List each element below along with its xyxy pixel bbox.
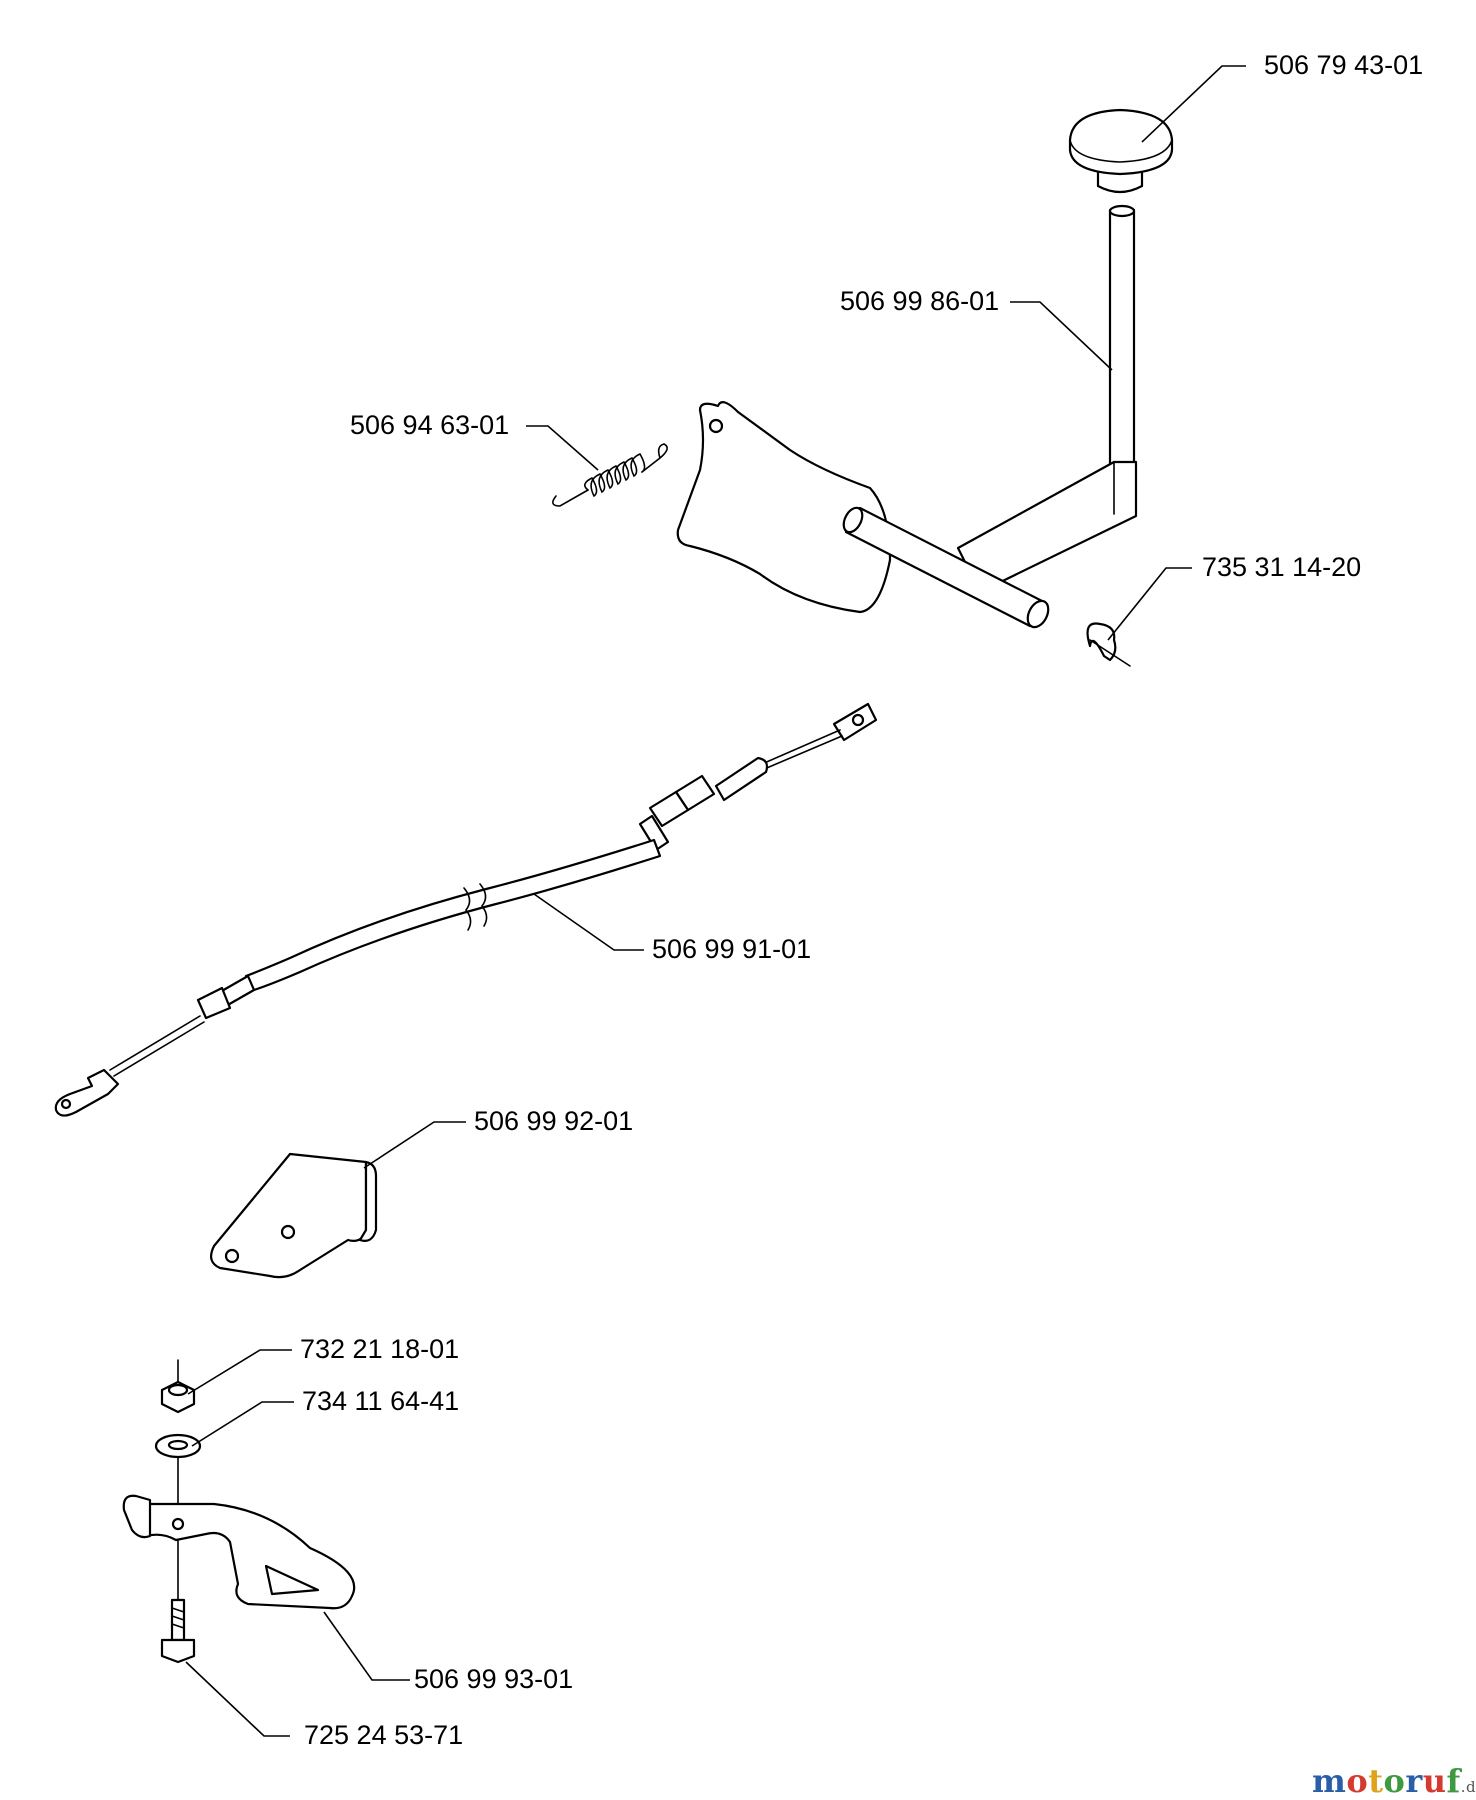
leader-spring <box>526 425 599 471</box>
watermark-letter: t <box>1368 1762 1384 1800</box>
nut-part <box>160 1359 196 1414</box>
watermark-letter: m <box>1312 1762 1347 1800</box>
part-number-lever: 506 99 86-01 <box>840 286 999 316</box>
leader-cable <box>533 893 644 951</box>
watermark-letter: f <box>1446 1762 1461 1800</box>
watermark-suffix: .de <box>1460 1778 1476 1796</box>
leader-lines <box>185 65 1246 1737</box>
watermark-letter: o <box>1383 1762 1406 1800</box>
part-number-bolt: 725 24 53-71 <box>304 1720 463 1750</box>
part-number-plate: 506 99 93-01 <box>414 1664 573 1694</box>
leader-plate <box>323 1611 410 1681</box>
lever-part <box>676 204 1138 629</box>
part-number-clip: 735 31 14-20 <box>1202 552 1361 582</box>
watermark-letter: u <box>1422 1762 1447 1800</box>
watermark-logo: motoruf.de <box>1312 1762 1476 1800</box>
leader-clip <box>1107 567 1192 641</box>
bolt-part <box>160 1598 196 1664</box>
part-number-bracket: 506 99 92-01 <box>474 1106 633 1136</box>
washer-part <box>154 1433 202 1459</box>
spring-part <box>552 443 668 507</box>
bracket-part <box>209 1152 378 1279</box>
part-number-cable: 506 99 91-01 <box>652 934 811 964</box>
leader-washer <box>191 1401 294 1447</box>
part-labels: 506 79 43-01 506 99 86-01 506 94 63-01 7… <box>300 50 1423 1750</box>
leader-nut <box>187 1349 292 1395</box>
leader-lever <box>1010 301 1113 371</box>
part-number-spring: 506 94 63-01 <box>350 410 509 440</box>
part-number-knob: 506 79 43-01 <box>1264 50 1423 80</box>
watermark-letter: o <box>1346 1762 1369 1800</box>
leader-knob <box>1141 65 1246 143</box>
leader-bracket <box>363 1121 466 1169</box>
plate-part <box>122 1457 356 1610</box>
part-number-washer: 734 11 64-41 <box>302 1386 459 1416</box>
knob-part <box>1068 108 1174 194</box>
watermark-letter: r <box>1405 1762 1423 1800</box>
part-number-nut: 732 21 18-01 <box>300 1334 459 1364</box>
leader-bolt <box>185 1661 290 1737</box>
e-clip-part <box>1086 622 1131 667</box>
cable-part <box>54 702 878 1117</box>
